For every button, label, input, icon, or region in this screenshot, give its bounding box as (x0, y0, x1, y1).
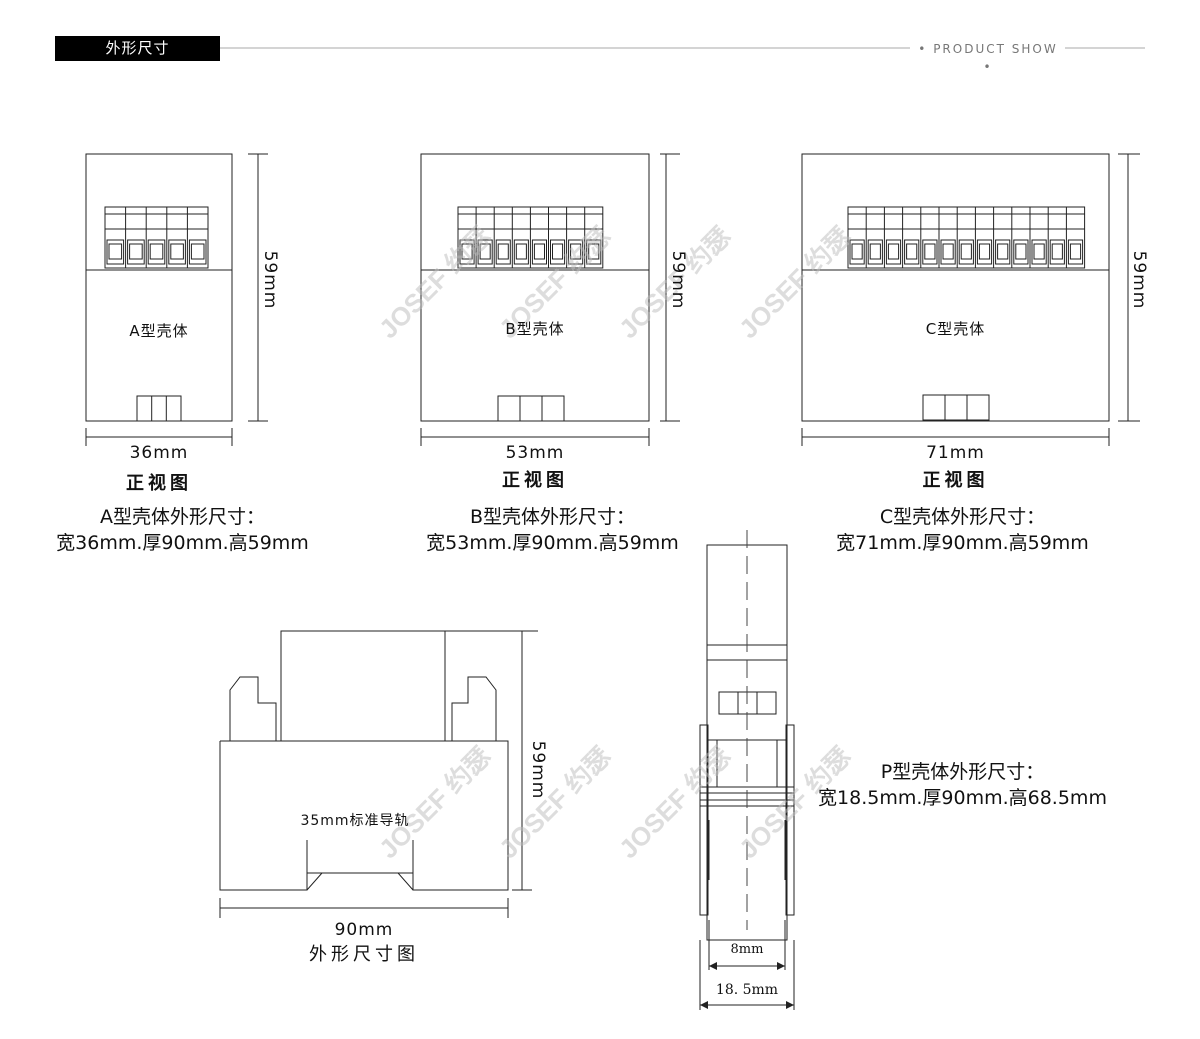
termA-terminal-block (104, 206, 209, 269)
watermark-text: JOSEF 约瑟 (493, 741, 616, 864)
b-case-label: B型壳体 (505, 320, 565, 338)
a-width-dimension: 36mm (129, 443, 189, 463)
c-type-front-view (801, 153, 1140, 446)
side-view-label: 外形尺寸图 (309, 944, 419, 965)
watermark-text: JOSEF 约瑟 (613, 741, 736, 864)
section-tagline: • PRODUCT SHOW • (918, 40, 1058, 74)
b-view-label: 正视图 (502, 470, 568, 491)
p-type-drawing (699, 530, 795, 1010)
b-width-dimension: 53mm (505, 443, 565, 463)
c-case-label: C型壳体 (925, 320, 986, 338)
p-inner-dimension: 8mm (730, 942, 764, 957)
b-spec-detail: 宽53mm.厚90mm.高59mm (426, 532, 679, 554)
c-width-dimension: 71mm (926, 443, 985, 463)
watermark-text: JOSEF 约瑟 (373, 741, 496, 864)
a-case-label: A型壳体 (129, 322, 189, 340)
a-height-dimension: 59mm (260, 250, 280, 310)
tagline-text: PRODUCT SHOW (933, 42, 1058, 56)
termC-terminal-block (847, 206, 1086, 269)
b-height-dimension: 59mm (668, 250, 688, 310)
a-type-front-view (85, 153, 268, 446)
b-spec-title: B型壳体外形尺寸： (469, 506, 636, 528)
p-outer-dimension: 18. 5mm (715, 982, 779, 998)
c-spec-title: C型壳体外形尺寸： (879, 506, 1046, 528)
p-spec-detail: 宽18.5mm.厚90mm.高68.5mm (818, 787, 1107, 809)
a-spec-detail: 宽36mm.厚90mm.高59mm (56, 532, 309, 554)
termB-terminal-block (457, 206, 604, 269)
c-height-dimension: 59mm (1129, 250, 1149, 310)
b-type-front-view (420, 153, 680, 446)
p-spec-title: P型壳体外形尺寸： (880, 761, 1045, 783)
side-view-drawing (219, 630, 538, 918)
side-height-dimension: 59mm (528, 740, 548, 800)
c-spec-detail: 宽71mm.厚90mm.高59mm (836, 532, 1089, 554)
section-title: 外形尺寸 (55, 36, 220, 61)
a-view-label: 正视图 (126, 473, 192, 494)
side-width-dimension: 90mm (334, 920, 394, 940)
rail-label: 35mm标准导轨 (300, 813, 410, 829)
c-view-label: 正视图 (922, 470, 989, 491)
a-spec-title: A型壳体外形尺寸： (100, 506, 265, 528)
